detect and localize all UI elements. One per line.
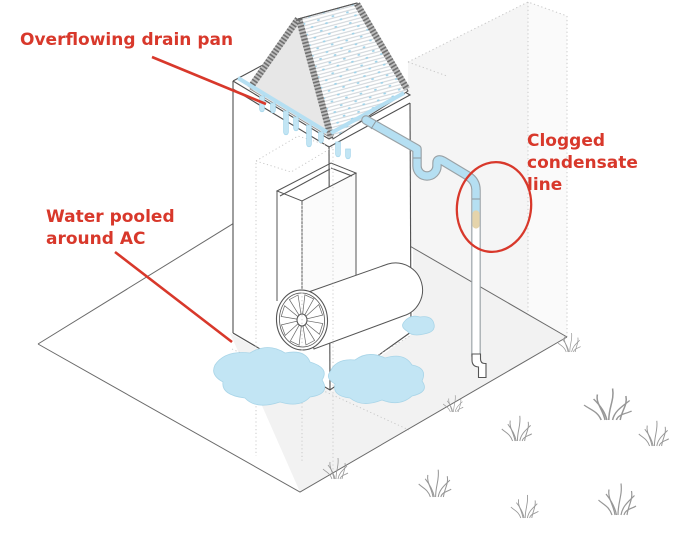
drain-pan-strip-left: [236, 76, 329, 134]
drain-pan-strip-right: [330, 91, 405, 135]
inner-duct: [275, 162, 358, 301]
puddle-small: [402, 315, 435, 336]
drip: [306, 124, 312, 148]
leader-lines: [114, 55, 267, 344]
label-line: Water pooled: [46, 207, 175, 227]
drip-group: [259, 95, 351, 160]
fan-inner-ring: [279, 292, 325, 348]
leader-drain-pan: [151, 55, 267, 106]
condensate-line: [361, 115, 487, 379]
drip: [259, 95, 265, 113]
pipe-water: [362, 116, 480, 216]
label-line: line: [527, 175, 563, 195]
coil-ridge: [297, 2, 358, 20]
blower-fan: [275, 262, 424, 351]
pipe-joints: [370, 120, 480, 200]
label-overflowing-drain-pan: Overflowing drain pan: [20, 29, 233, 51]
label-water-pooled: Water pooled around AC: [46, 206, 175, 250]
label-clogged-condensate: Clogged condensate line: [527, 130, 638, 196]
inner-duct-left-face: [277, 191, 302, 301]
drip: [283, 110, 289, 136]
drip: [345, 148, 351, 160]
inner-duct-right-face: [302, 173, 356, 298]
drip: [293, 116, 299, 132]
drip: [335, 141, 341, 158]
wall-side-face: [528, 2, 567, 337]
blower-cylinder: [299, 262, 424, 350]
drain-pan: [236, 76, 405, 135]
wall-panel: [407, 1, 568, 337]
pipe-elbow-outlet: [471, 353, 487, 379]
hidden-edges: [231, 135, 411, 470]
wall-dotted-edges: [407, 1, 568, 337]
label-line: Clogged: [527, 131, 606, 151]
puddle-front: [327, 354, 425, 404]
drip: [270, 102, 276, 114]
label-line: condensate: [527, 153, 638, 173]
water-puddle: [213, 315, 435, 406]
fan-blades: [280, 294, 324, 346]
clog-highlight-ellipse: [455, 160, 533, 254]
leader-water-pooled: [114, 250, 233, 344]
inner-duct-edges: [275, 162, 358, 301]
label-line: around AC: [46, 229, 146, 249]
puddle-left: [213, 347, 326, 406]
wall-front-face: [408, 2, 528, 316]
drip: [318, 131, 324, 144]
label-line: Overflowing drain pan: [20, 30, 234, 50]
coil-edge-texture: [247, 2, 410, 138]
